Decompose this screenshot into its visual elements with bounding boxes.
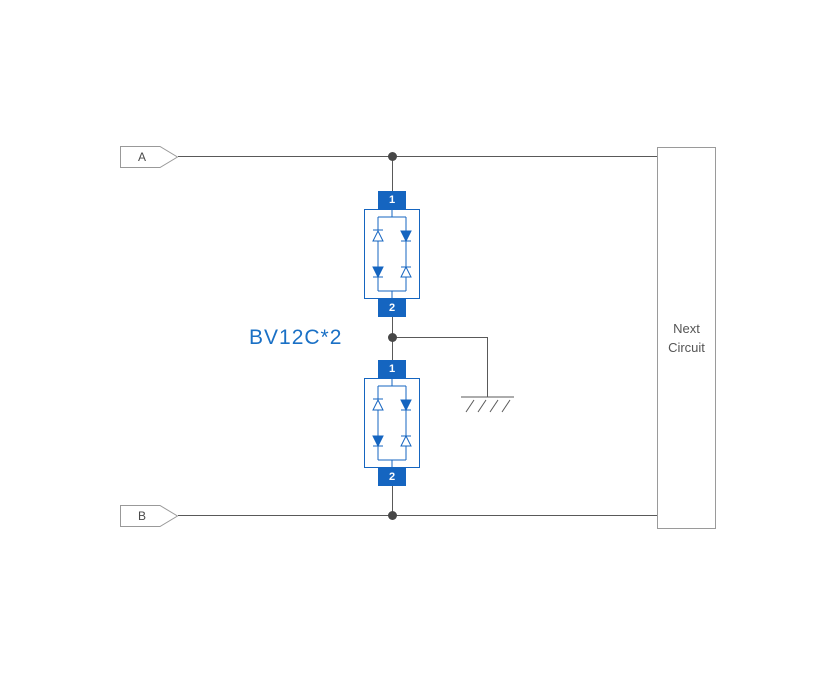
diode-array-icon <box>372 210 412 298</box>
module-1-pin-2: 2 <box>378 299 406 317</box>
wire-ground-vertical <box>487 337 488 397</box>
junction-dot-middle <box>388 333 397 342</box>
next-circuit-box: Next Circuit <box>657 147 716 529</box>
wire-branch-bottom <box>392 486 393 516</box>
earth-ground-icon <box>461 396 514 413</box>
next-circuit-line1: Next <box>673 320 700 336</box>
module-1-pin-1: 1 <box>378 191 406 209</box>
net-label-b: B <box>137 509 146 523</box>
flag-shape-icon <box>120 146 178 168</box>
wire-ground-horizontal <box>392 337 488 338</box>
module-1-body <box>364 209 420 299</box>
next-circuit-line2: Circuit <box>668 340 705 355</box>
component-label: BV12C*2 <box>249 326 343 349</box>
next-circuit-label: Next Circuit <box>668 319 705 358</box>
wire-net-a <box>178 156 657 157</box>
junction-dot-net-a <box>388 152 397 161</box>
module-2-pin-2: 2 <box>378 468 406 486</box>
module-2-body <box>364 378 420 468</box>
wire-net-b <box>178 515 657 516</box>
flag-shape-icon <box>120 505 178 527</box>
junction-dot-net-b <box>388 511 397 520</box>
net-flag-b: B <box>120 505 178 527</box>
net-label-a: A <box>137 150 146 164</box>
net-flag-a: A <box>120 146 178 168</box>
wire-branch-top <box>392 156 393 191</box>
module-2-pin-1: 1 <box>378 360 406 378</box>
diode-array-icon <box>372 379 412 467</box>
